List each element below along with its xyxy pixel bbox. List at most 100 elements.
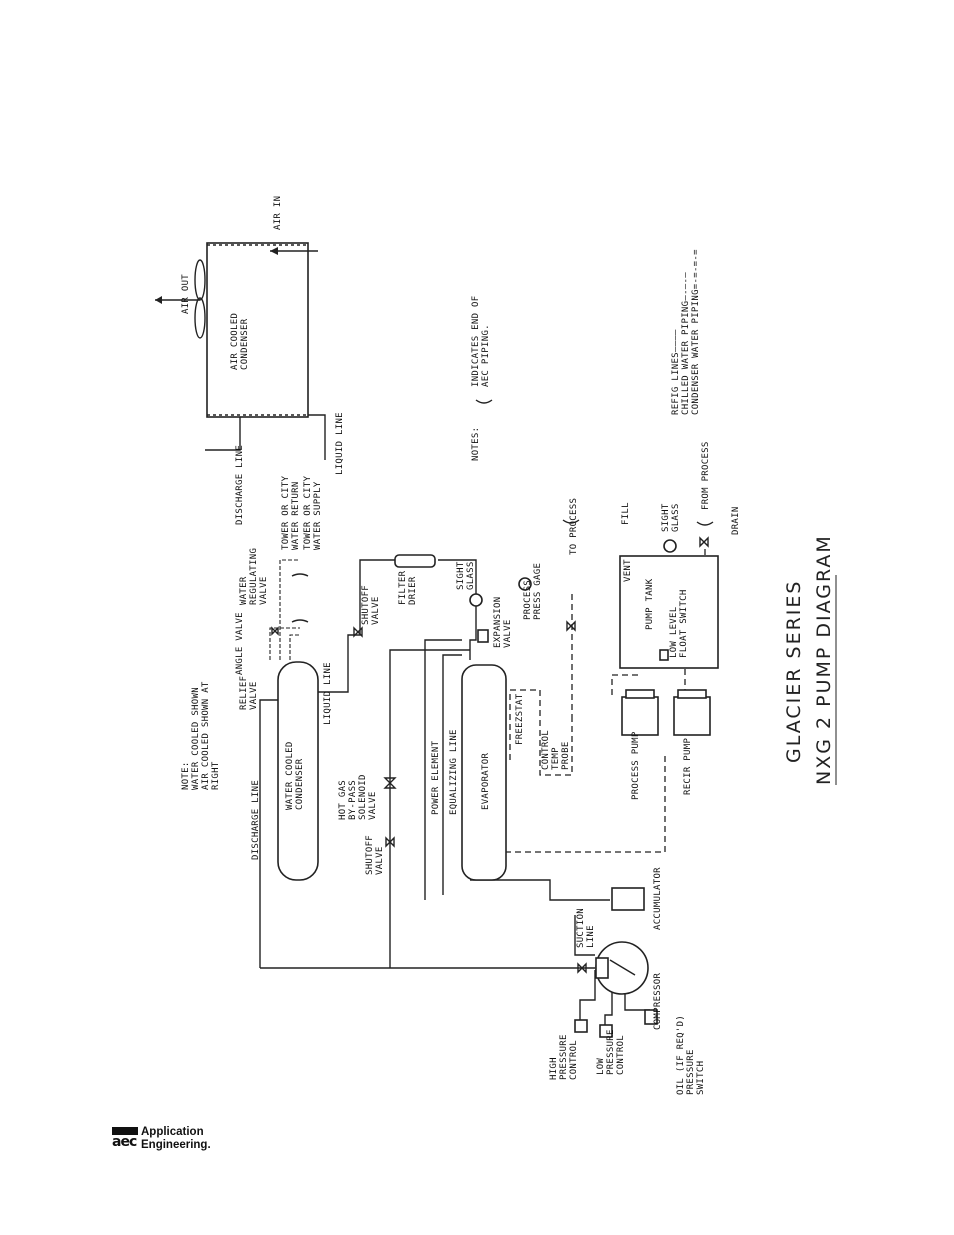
hot-gas-bypass-label-4: VALVE — [368, 791, 378, 820]
logo-line-1: Application — [141, 1126, 204, 1138]
condenser-water-piping — [269, 559, 300, 660]
tower-return-label-1: TOWER OR CITY — [281, 475, 291, 550]
note-left-3: AIR COOLED SHOWN AT — [201, 681, 211, 790]
oil-switch-label-1: OIL (IF REQ'D) — [676, 1015, 686, 1095]
diagram-title-line2: NXG 2 PUMP DIAGRAM — [813, 534, 835, 785]
pressure-gage-icon — [518, 577, 532, 591]
suction-line-label-1: SUCTION — [576, 908, 586, 948]
relief-valve-label-2: VALVE — [249, 681, 259, 710]
low-level-float-label-1: LOW LEVEL — [669, 607, 679, 658]
freezstat-label: FREEZSTAT — [515, 693, 525, 745]
high-pressure-control-label-2: PRESSURE — [559, 1034, 569, 1080]
relief-valve-label-1: RELIEF — [239, 676, 249, 710]
control-temp-probe-label-2: TEMP — [551, 747, 561, 770]
legend-condenser: CONDENSER WATER PIPING=-=-=-= — [691, 249, 701, 415]
end-of-piping-icons — [291, 399, 714, 623]
pump-tank-label: PUMP TANK — [645, 578, 655, 630]
compressor-label: COMPRESSOR — [653, 973, 663, 1030]
process-pump — [621, 689, 659, 736]
angle-valve-label: ANGLE VALVE — [235, 612, 245, 675]
recir-pump — [673, 689, 711, 736]
low-level-float-label-2: FLOAT SWITCH — [679, 589, 689, 658]
high-pressure-control-label-3: CONTROL — [569, 1040, 579, 1080]
legend-refig: REFIG LINES———— — [671, 329, 681, 415]
recir-pump-label: RECIR PUMP — [683, 738, 693, 795]
oil-switch-label-3: SWITCH — [696, 1061, 706, 1095]
notes-text-1: INDICATES END OF — [471, 296, 481, 388]
expansion-valve-label-1: EXPANSION — [493, 597, 503, 648]
liquid-line-top-label: LIQUID LINE — [335, 412, 345, 475]
legend-chilled: CHILLED WATER PIPING—-—-— — [681, 272, 691, 415]
logo-line-2: Engineering. — [141, 1138, 211, 1151]
process-press-gage-label-2: PRESS GAGE — [533, 563, 543, 620]
shutoff-valve-bottom-label-1: SHUTOFF — [365, 835, 375, 875]
logo-text: Application Engineering. — [141, 1126, 211, 1151]
evaporator-label: EVAPORATOR — [481, 753, 491, 810]
diagram-title-line1: GLACIER SERIES — [783, 580, 805, 763]
liquid-line-left-label: LIQUID LINE — [323, 662, 333, 725]
process-press-gage-label-1: PROCESS — [523, 580, 533, 620]
expansion-valve-label-2: VALVE — [503, 619, 513, 648]
compressor — [595, 941, 649, 995]
sight-glass-right-icon — [663, 539, 677, 553]
hot-gas-bypass-label-3: SOLENOID — [358, 774, 368, 820]
water-cooled-condenser-label-1: WATER COOLED — [285, 741, 295, 810]
tower-supply-label-1: TOWER OR CITY — [303, 475, 313, 550]
accumulator-label: ACCUMULATOR — [653, 867, 663, 930]
drain-label: DRAIN — [731, 506, 741, 535]
pump-tank — [619, 555, 719, 669]
fill-label: FILL — [621, 502, 631, 525]
suction-line-label-2: LINE — [586, 925, 596, 948]
logo-mark-text: aec — [112, 1134, 137, 1150]
company-logo: aec Application Engineering. — [112, 1125, 222, 1153]
low-pressure-control-label-1: LOW — [596, 1058, 606, 1075]
tower-supply-label-2: WATER SUPPLY — [313, 481, 323, 550]
aec-logo-icon: aec — [112, 1127, 138, 1151]
pressure-controls — [574, 1009, 658, 1038]
air-out-label: AIR OUT — [181, 274, 191, 314]
shutoff-valve-top-label-1: SHUTOFF — [361, 585, 371, 625]
air-cooled-condenser-label-1: AIR COOLED — [230, 313, 240, 370]
note-left-1: NOTE: — [181, 761, 191, 790]
water-reg-valve-label-2: REGULATING — [249, 548, 259, 605]
accumulator — [611, 887, 645, 911]
sight-glass-right-label-1: SIGHT — [661, 503, 671, 532]
notes-text-2: AEC PIPING. — [481, 324, 491, 387]
vent-label: VENT — [623, 559, 633, 582]
sight-glass-right-label-2: GLASS — [671, 503, 681, 532]
oil-switch-label-2: PRESSURE — [686, 1049, 696, 1095]
fan-icon — [155, 259, 206, 339]
shutoff-valve-top-label-2: VALVE — [371, 596, 381, 625]
water-cooled-condenser-label-2: CONDENSER — [295, 758, 305, 810]
tower-return-label-2: WATER RETURN — [291, 481, 301, 550]
shutoff-valve-bottom-label-2: VALVE — [375, 846, 385, 875]
evaporator — [461, 664, 507, 881]
air-cooled-condenser — [206, 242, 318, 418]
high-pressure-control-label-1: HIGH — [549, 1057, 559, 1080]
to-process-label: TO PROCESS — [569, 498, 579, 555]
low-pressure-control-label-3: CONTROL — [616, 1035, 626, 1075]
filter-drier-label-2: DRIER — [408, 576, 418, 605]
note-left-4: RIGHT — [211, 761, 221, 790]
sight-glass-icon — [469, 593, 483, 607]
discharge-line-top-label: DISCHARGE LINE — [235, 445, 245, 525]
valve-icons — [271, 536, 709, 974]
equalizing-line-label: EQUALIZING LINE — [449, 729, 459, 815]
low-pressure-control-label-2: PRESSURE — [606, 1029, 616, 1075]
process-pump-label: PROCESS PUMP — [631, 731, 641, 800]
note-left-2: WATER COOLED SHOWN — [191, 687, 201, 790]
sight-glass-left-label-2: GLASS — [466, 561, 476, 590]
sight-glass-left-label-1: SIGHT — [456, 561, 466, 590]
notes-label: NOTES: — [471, 427, 481, 461]
from-process-label: FROM PROCESS — [701, 441, 711, 510]
discharge-line-left-label: DISCHARGE LINE — [251, 780, 261, 860]
power-element-label: POWER ELEMENT — [431, 740, 441, 815]
hot-gas-bypass-label-1: HOT GAS — [338, 780, 348, 820]
air-cooled-condenser-label-2: CONDENSER — [240, 318, 250, 370]
air-in-label: AIR IN — [273, 196, 283, 230]
filter-drier — [394, 554, 436, 568]
water-reg-valve-label-1: WATER — [239, 576, 249, 605]
